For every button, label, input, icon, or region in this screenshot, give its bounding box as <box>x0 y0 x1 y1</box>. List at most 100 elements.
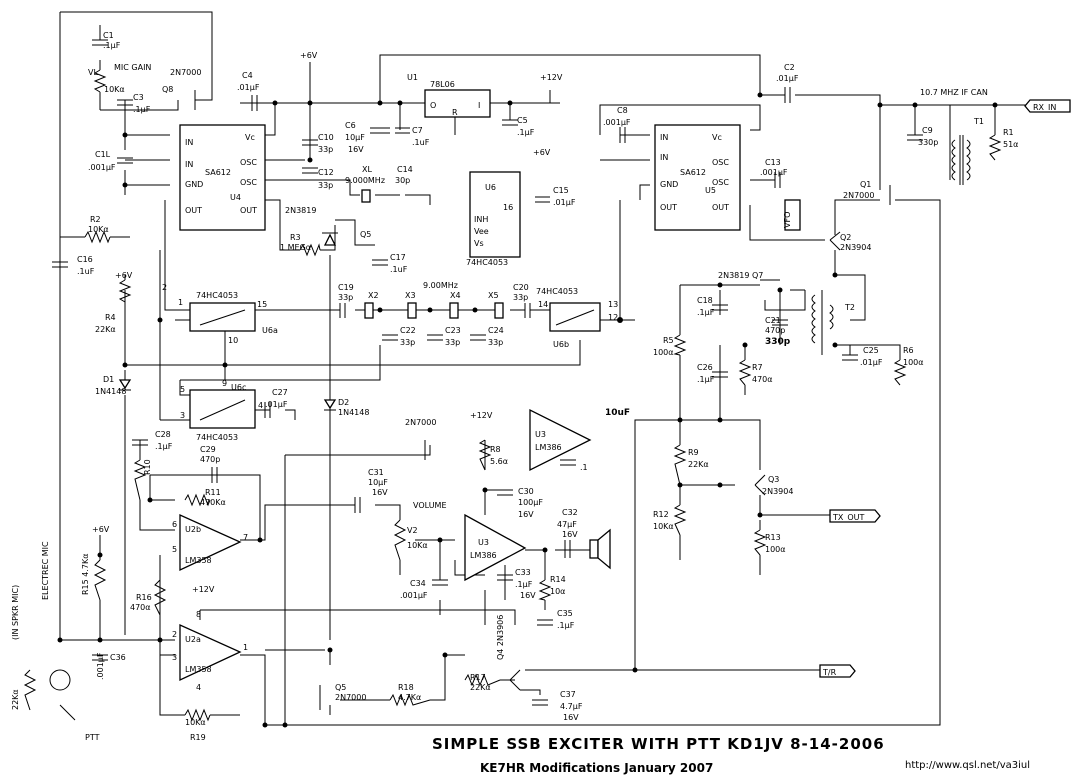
svg-text:78L06: 78L06 <box>430 80 455 89</box>
diagram-subtitle: KE7HR Modifications January 2007 <box>480 761 713 775</box>
svg-text:X3: X3 <box>405 291 416 300</box>
svg-text:4: 4 <box>258 401 263 410</box>
svg-text:VL: VL <box>88 68 98 77</box>
svg-text:T2: T2 <box>844 303 855 312</box>
opamp-u2b: U2b LM358 <box>179 513 242 572</box>
svg-text:C33: C33 <box>515 568 531 577</box>
svg-text:33p: 33p <box>318 181 333 190</box>
svg-text:C7: C7 <box>412 126 423 135</box>
svg-text:VFO: VFO <box>783 212 792 228</box>
svg-text:12: 12 <box>608 313 618 322</box>
svg-text:D1: D1 <box>103 375 114 384</box>
svg-text:16V: 16V <box>372 488 388 497</box>
svg-text:1N4148: 1N4148 <box>338 408 369 417</box>
svg-text:30p: 30p <box>395 176 410 185</box>
svg-text:R5: R5 <box>663 336 674 345</box>
svg-text:100α: 100α <box>765 545 786 554</box>
chip-u6: U6 16 INH Vee Vs 74HC4053 <box>466 171 521 267</box>
svg-text:1 MEGα: 1 MEGα <box>280 243 311 252</box>
svg-text:.1μF: .1μF <box>155 442 173 451</box>
svg-text:OSC: OSC <box>712 178 729 187</box>
svg-text:R: R <box>452 108 458 117</box>
svg-text:PTT: PTT <box>85 733 100 742</box>
chip-u6a: 74HC4053 U6a 15 10 <box>189 291 278 345</box>
svg-text:C18: C18 <box>697 296 713 305</box>
svg-text:+12V: +12V <box>540 73 563 82</box>
svg-text:R11: R11 <box>205 488 221 497</box>
svg-text:.001μF: .001μF <box>96 652 105 680</box>
svg-text:100α: 100α <box>653 348 674 357</box>
svg-text:C5: C5 <box>517 116 528 125</box>
svg-text:22Kα: 22Kα <box>688 460 709 469</box>
svg-text:10μF: 10μF <box>345 133 365 142</box>
svg-text:4.7Kα: 4.7Kα <box>398 693 421 702</box>
svg-text:U5: U5 <box>705 186 716 195</box>
svg-text:XL: XL <box>362 165 372 174</box>
net-tag-rx-in: RX_IN <box>1033 103 1056 112</box>
amp-u3-pinout: U3 LM386 10uF <box>529 408 630 472</box>
svg-text:10Kα: 10Kα <box>407 541 428 550</box>
chip-u4-ref: U4 <box>230 193 241 202</box>
svg-text:22Kα: 22Kα <box>11 689 20 710</box>
svg-text:5: 5 <box>180 385 185 394</box>
source-url: http://www.qsl.net/va3iul <box>905 760 1030 771</box>
svg-text:+6V: +6V <box>533 148 551 157</box>
svg-text:C22: C22 <box>400 326 416 335</box>
svg-text:T1: T1 <box>973 117 984 126</box>
svg-text:I: I <box>478 101 480 110</box>
svg-text:C31: C31 <box>368 468 384 477</box>
svg-text:74HC4053: 74HC4053 <box>466 258 508 267</box>
svg-text:U2b: U2b <box>185 525 201 534</box>
svg-text:C8: C8 <box>617 106 628 115</box>
svg-text:IN: IN <box>185 160 193 169</box>
svg-text:+6V: +6V <box>92 525 110 534</box>
svg-text:+12V: +12V <box>470 411 493 420</box>
svg-text:R13: R13 <box>765 533 781 542</box>
svg-text:2N7000: 2N7000 <box>335 693 366 702</box>
svg-text:.01μF: .01μF <box>265 400 288 409</box>
svg-text:R14: R14 <box>550 575 566 584</box>
svg-text:100μF: 100μF <box>518 498 543 507</box>
svg-text:16V: 16V <box>518 510 534 519</box>
svg-text:.01μF: .01μF <box>776 74 799 83</box>
svg-text:1: 1 <box>243 643 248 652</box>
svg-text:Q2: Q2 <box>840 233 851 242</box>
svg-text:C26: C26 <box>697 363 713 372</box>
svg-text:6: 6 <box>172 520 177 529</box>
svg-text:X4: X4 <box>450 291 461 300</box>
svg-text:10α: 10α <box>550 587 565 596</box>
svg-text:.001μF: .001μF <box>603 118 631 127</box>
svg-text:33p: 33p <box>445 338 460 347</box>
svg-text:470p: 470p <box>765 326 785 335</box>
svg-text:470α: 470α <box>752 375 773 384</box>
svg-text:3: 3 <box>172 653 177 662</box>
svg-text:2: 2 <box>172 630 177 639</box>
svg-text:Q1: Q1 <box>860 180 871 189</box>
svg-text:(IN SPKR MIC): (IN SPKR MIC) <box>11 585 20 640</box>
svg-text:.1μF: .1μF <box>697 308 715 317</box>
svg-text:2N3819: 2N3819 <box>285 206 316 215</box>
svg-text:1N4148: 1N4148 <box>95 387 126 396</box>
svg-text:.1: .1 <box>580 463 588 472</box>
svg-text:.1uF: .1uF <box>390 265 408 274</box>
capacitor-symbols <box>52 39 923 706</box>
svg-text:R7: R7 <box>752 363 763 372</box>
svg-text:INH: INH <box>474 215 488 224</box>
svg-text:33p: 33p <box>488 338 503 347</box>
svg-text:.1μF: .1μF <box>517 128 535 137</box>
svg-text:33p: 33p <box>400 338 415 347</box>
svg-text:33p: 33p <box>513 293 528 302</box>
wires <box>59 11 1035 726</box>
svg-text:LM358: LM358 <box>185 556 212 565</box>
svg-text:C4: C4 <box>242 71 253 80</box>
svg-text:74HC4053: 74HC4053 <box>536 287 578 296</box>
svg-text:5.6α: 5.6α <box>490 457 508 466</box>
svg-text:Q5: Q5 <box>335 683 346 692</box>
svg-text:.001μF: .001μF <box>88 163 116 172</box>
junction-dots <box>57 92 998 728</box>
svg-text:U6c: U6c <box>231 383 246 392</box>
svg-text:ELECTREC MIC: ELECTREC MIC <box>41 541 50 600</box>
svg-text:C1: C1 <box>103 31 114 40</box>
svg-text:X2: X2 <box>368 291 379 300</box>
